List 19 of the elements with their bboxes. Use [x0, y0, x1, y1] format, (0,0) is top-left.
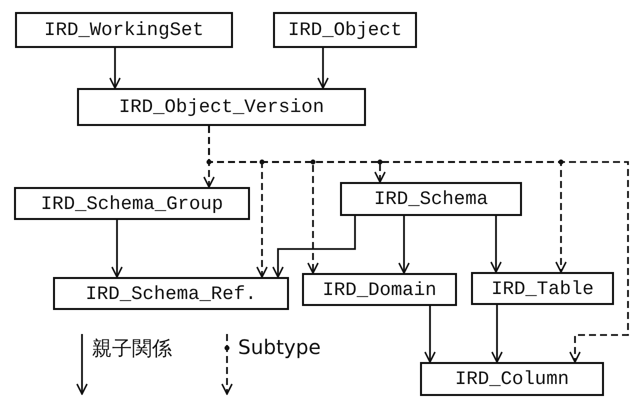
- class-box: IRD_Object_Version: [77, 88, 366, 126]
- arrow: [490, 216, 502, 273]
- arrow: [491, 305, 503, 363]
- arrow: [424, 306, 436, 363]
- arrow: [111, 220, 123, 278]
- class-box: IRD_Schema_Group: [14, 187, 250, 220]
- legend-label: Subtype: [238, 335, 321, 359]
- class-box: IRD_WorkingSet: [15, 12, 233, 48]
- arrow: [109, 48, 121, 89]
- legend-label: 親子関係: [92, 335, 172, 362]
- arrow: [398, 216, 410, 274]
- arrow: [317, 48, 329, 89]
- class-box: IRD_Object: [273, 12, 417, 48]
- class-box: IRD_Column: [420, 362, 604, 396]
- arrow: [272, 216, 356, 278]
- class-box: IRD_Schema: [340, 182, 522, 216]
- class-box: IRD_Domain: [302, 273, 457, 306]
- class-box: IRD_Table: [471, 272, 614, 305]
- class-box: IRD_Schema_Ref.: [53, 277, 289, 310]
